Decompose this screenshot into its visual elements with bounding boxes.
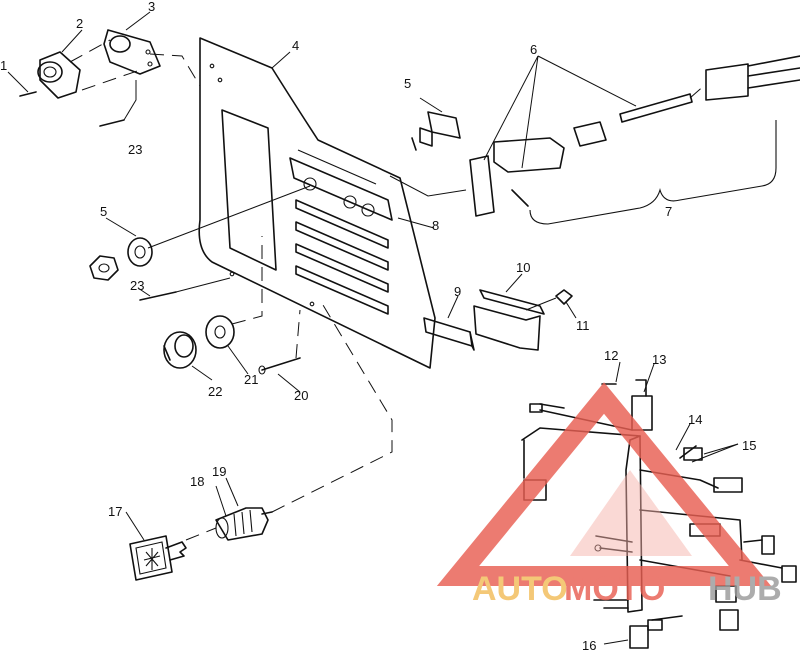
callout-23-top: 23: [128, 142, 142, 157]
callout-5-switch: 5: [404, 76, 411, 91]
key-switch-assembly: [389, 55, 800, 225]
callout-1: 1: [0, 58, 7, 73]
callout-18: 18: [190, 474, 204, 489]
callout-7: 7: [665, 204, 672, 219]
toggle-switch: [411, 97, 461, 151]
callout-17: 17: [108, 504, 122, 519]
callout-9: 9: [454, 284, 461, 299]
callout-leaders: [7, 11, 739, 645]
callout-3: 3: [148, 0, 155, 14]
callout-10: 10: [516, 260, 530, 275]
watermark-hub: HUB: [708, 570, 782, 608]
callout-13: 13: [652, 352, 666, 367]
callout-22: 22: [208, 384, 222, 399]
callout-15: 15: [742, 438, 756, 453]
callout-14: 14: [688, 412, 702, 427]
callout-12: 12: [604, 348, 618, 363]
instrument-panel: [198, 37, 436, 369]
mounting-brackets: [423, 289, 573, 351]
watermark-auto: AUTO: [472, 570, 568, 608]
watermark-triangle-outer: [436, 382, 772, 586]
callout-8: 8: [432, 218, 439, 233]
callout-6: 6: [530, 42, 537, 57]
callout-11: 11: [576, 318, 590, 333]
callout-5-nuts: 5: [100, 204, 107, 219]
ring-washer-screw: [139, 236, 301, 375]
watermark-triangle-inner: [570, 470, 692, 556]
callout-20: 20: [294, 388, 308, 403]
callout-4: 4: [292, 38, 299, 53]
callout-19: 19: [212, 464, 226, 479]
bracket-assembly: [19, 29, 201, 127]
callout-labels: 1 2 3 4 5 5 6 7 8 9 10 11 12 13 14 15 16…: [0, 0, 756, 651]
watermark-logo: AUTO MOTO HUB: [436, 382, 782, 608]
ignition-key-assembly: [129, 299, 393, 581]
callout-23-bottom: 23: [130, 278, 144, 293]
callout-21: 21: [244, 372, 258, 387]
nut-washer-set: [89, 185, 311, 281]
watermark-moto: MOTO: [564, 570, 665, 608]
callout-16: 16: [582, 638, 596, 651]
callout-2: 2: [76, 16, 83, 31]
